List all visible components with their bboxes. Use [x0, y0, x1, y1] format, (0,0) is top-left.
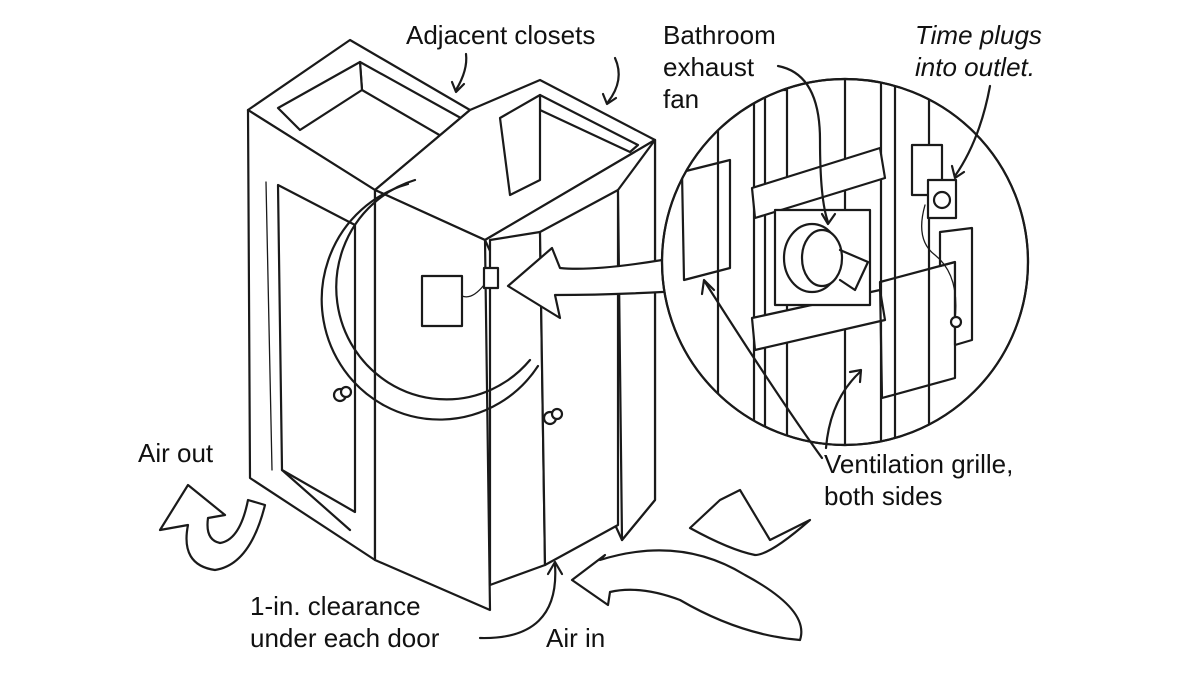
zoom-arrow — [506, 246, 697, 320]
zoom-detail — [660, 77, 1030, 447]
air-in-label: Air in — [546, 623, 606, 653]
bathroom-fan-label-line3: fan — [663, 84, 700, 114]
bathroom-fan-label-line1: Bathroom — [663, 20, 776, 50]
small-grille-icon — [420, 274, 464, 328]
leader-lines — [450, 52, 992, 640]
air-in-arrows — [570, 488, 812, 642]
left-closet — [246, 38, 472, 562]
air-out-arrow — [158, 483, 267, 572]
ventilation-grille-label-line1: Ventilation grille, — [824, 449, 1014, 479]
ventilation-grille-right-icon — [878, 260, 957, 400]
clearance-label-line2: under each door — [250, 623, 440, 653]
clearance-label-line1: 1-in. clearance — [250, 591, 421, 621]
bathroom-fan-label-line2: exhaust — [663, 52, 755, 82]
ventilation-grille-left-icon — [680, 158, 732, 282]
timer-label-line2: into outlet. — [915, 52, 1035, 82]
right-closet — [373, 78, 657, 612]
callout-circle — [320, 178, 540, 421]
timer-label-line1: Time plugs — [915, 20, 1042, 50]
air-out-label: Air out — [138, 438, 214, 468]
ventilation-grille-label-line2: both sides — [824, 481, 943, 511]
adjacent-closets-label: Adjacent closets — [406, 20, 596, 50]
